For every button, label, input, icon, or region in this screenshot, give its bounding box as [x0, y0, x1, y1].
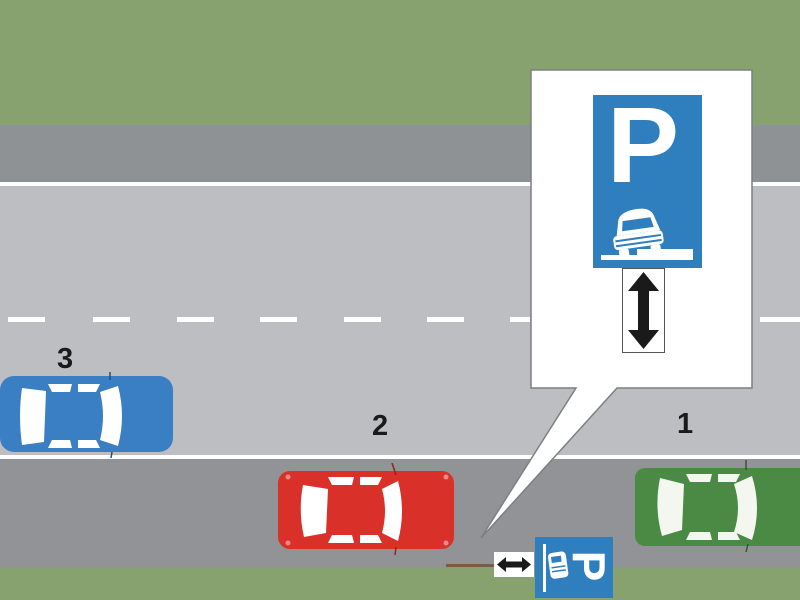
lane-dash — [510, 317, 530, 322]
car-3-blue — [0, 372, 176, 458]
car-2-label: 2 — [372, 410, 389, 442]
edge-line-bottom — [0, 455, 800, 459]
lane-dash — [760, 317, 800, 322]
lane-dash — [8, 317, 45, 322]
lane-dash — [93, 317, 130, 322]
car-on-sidewalk-icon — [601, 207, 697, 265]
parking-sign-large: P — [593, 91, 702, 268]
double-arrow-horizontal-icon — [497, 557, 531, 572]
curb-edge — [446, 564, 496, 567]
lane-dash — [260, 317, 297, 322]
car-1-label: 1 — [677, 408, 694, 440]
car-3-label: 3 — [57, 343, 74, 375]
lane-dash — [344, 317, 381, 322]
supplementary-panel-large — [622, 268, 665, 353]
grass-bottom — [0, 568, 800, 600]
parking-letter-large: P — [607, 84, 680, 205]
car-1-green — [634, 460, 800, 552]
car-2-red — [276, 463, 456, 555]
lane-dash — [177, 317, 214, 322]
parking-letter-small: P — [562, 550, 615, 582]
edge-line-top — [0, 182, 800, 186]
double-arrow-vertical-icon — [628, 272, 659, 349]
parking-sign-small: P — [535, 537, 615, 598]
car-on-sidewalk-icon-small — [541, 542, 571, 594]
supplementary-panel-small — [494, 552, 534, 577]
lane-dash — [427, 317, 464, 322]
